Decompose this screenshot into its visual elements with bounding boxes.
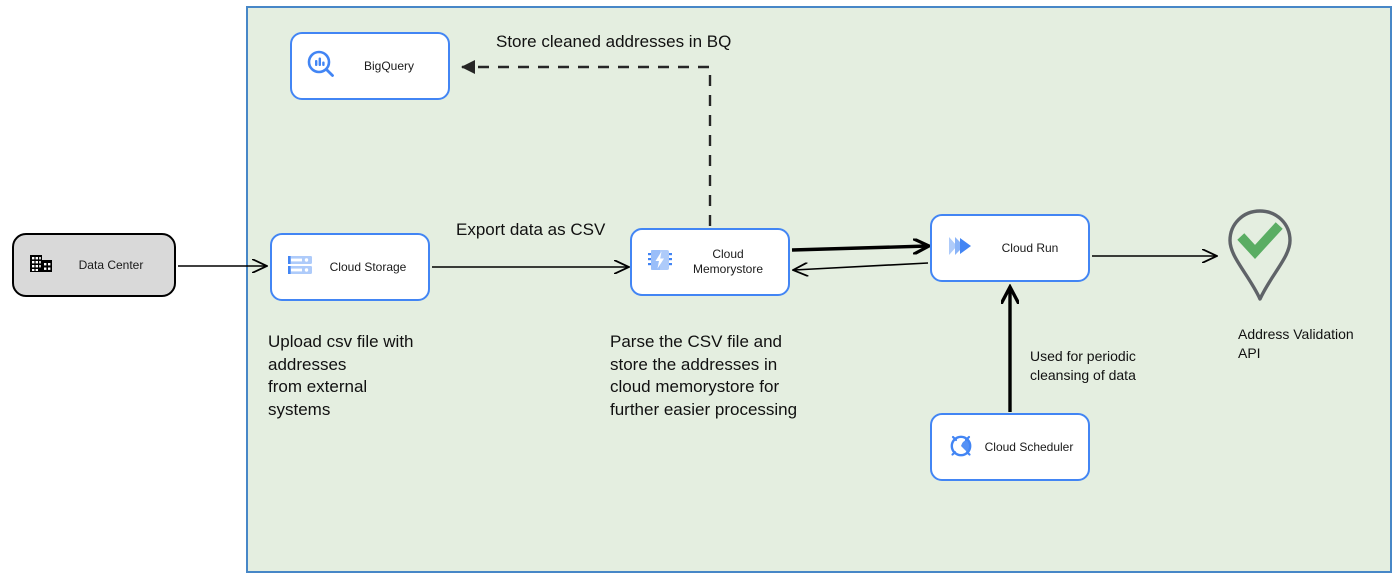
data-center-icon (28, 250, 54, 281)
edge-label-store-cleaned-addresses: Store cleaned addresses in BQ (496, 32, 732, 51)
node-cloud-storage[interactable]: Cloud Storage (270, 233, 430, 301)
node-cloud-scheduler[interactable]: Cloud Scheduler (930, 413, 1090, 481)
note-parse-csv: Parse the CSV file and store the address… (610, 332, 798, 419)
node-label-cloud-memorystore: Cloud Memorystore (692, 247, 763, 276)
node-cloud-memorystore[interactable]: Cloud Memorystore (630, 228, 790, 296)
node-label-cloud-storage: Cloud Storage (329, 259, 407, 274)
node-cloud-run[interactable]: Cloud Run (930, 214, 1090, 282)
cloud-run-icon (946, 232, 978, 265)
edge-label-used-for-periodic-cleansing: Used for periodic cleansing of data (1030, 348, 1136, 383)
node-address-validation-api[interactable] (1222, 207, 1298, 303)
node-label-bigquery: BigQuery (363, 58, 415, 73)
google-cloud-boundary (246, 6, 1392, 573)
node-label-cloud-scheduler: Cloud Scheduler (984, 439, 1074, 454)
node-data-center[interactable]: Data Center (12, 233, 176, 297)
node-label-address-validation-api: Address Validation API (1238, 326, 1354, 361)
cloud-scheduler-icon (946, 430, 976, 465)
cloud-memorystore-icon (646, 246, 674, 279)
node-bigquery[interactable]: BigQuery (290, 32, 450, 100)
bigquery-icon (306, 49, 336, 84)
node-label-cloud-run: Cloud Run (1001, 240, 1059, 255)
cloud-storage-icon (286, 251, 314, 284)
location-pin-check-icon (1228, 209, 1292, 301)
note-upload-csv: Upload csv file with addresses from exte… (268, 332, 414, 419)
node-label-data-center: Data Center (78, 257, 144, 272)
edge-label-export-data-as-csv: Export data as CSV (456, 220, 606, 239)
